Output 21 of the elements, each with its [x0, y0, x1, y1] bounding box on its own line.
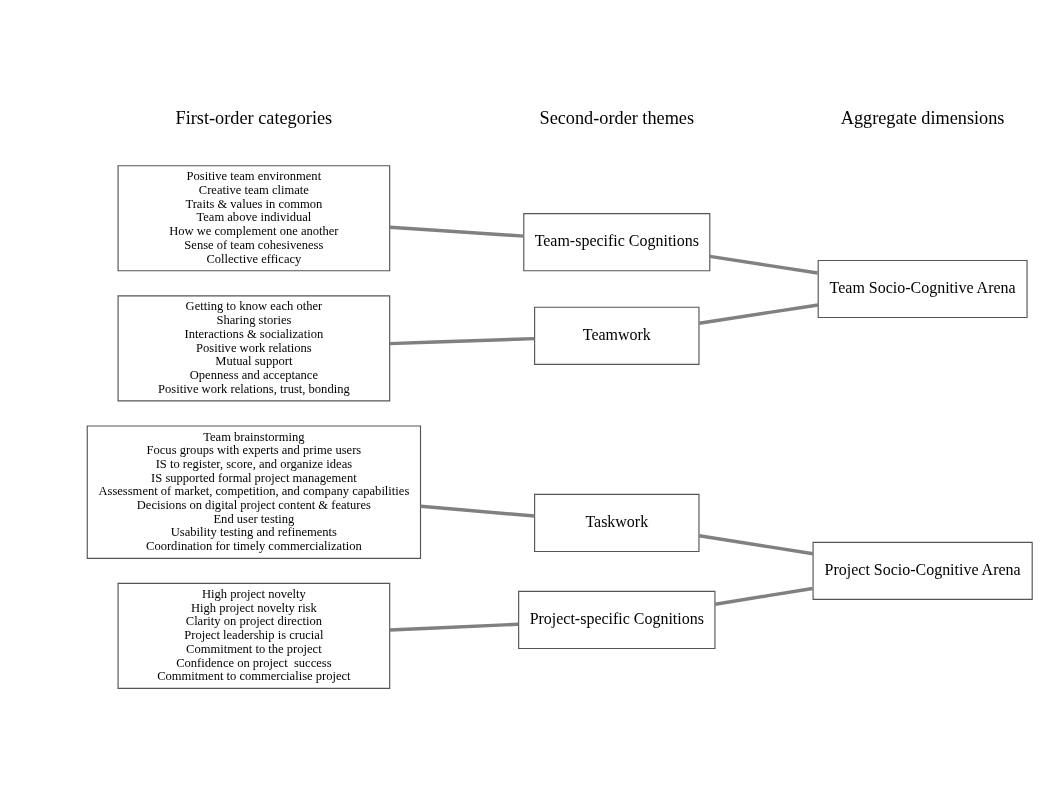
label: Second-order themes [539, 107, 695, 128]
connector [699, 302, 819, 325]
node-box: High project novelty High project novelty risk Clarity on project direction Project leadership is crucial Commitment to the project Confidence on project success Commitment to commercialise project [117, 582, 391, 689]
connector [420, 504, 535, 518]
node-box: Team brainstorming Focus groups with experts and prime users IS to register, score, and organize ideas IS supported formal project management Assessment of market, competition, and company capabilities Decisions on digital project content & features End user testing Usability testing and refinements Coordination for timely commercialization [86, 424, 422, 559]
node-box: Getting to know each other Sharing stories Interactions & socialization Positive work relations Mutual support Openness and acceptance Positive work relations, trust, bonding [117, 294, 391, 401]
connector [709, 254, 818, 275]
node-box: Team Socio-Cognitive Arena [817, 259, 1028, 318]
node-box: Team-specific Cognitions [523, 212, 711, 271]
node-box: Taskwork [534, 493, 700, 552]
connector [389, 622, 519, 632]
connector [389, 336, 535, 345]
connector [699, 533, 814, 555]
connector [714, 586, 813, 606]
node-box: Project Socio-Cognitive Arena [812, 541, 1033, 600]
label: Aggregate dimensions [840, 107, 1005, 128]
node-box: Project-specific Cognitions [518, 590, 716, 649]
node-box: Positive team environment Creative team climate Traits & values in common Team above individual How we complement one another Sense of team cohesiveness Collective efficacy [117, 164, 391, 271]
label: First-order categories [175, 107, 333, 128]
connector [389, 225, 524, 238]
node-box: Teamwork [534, 306, 700, 365]
